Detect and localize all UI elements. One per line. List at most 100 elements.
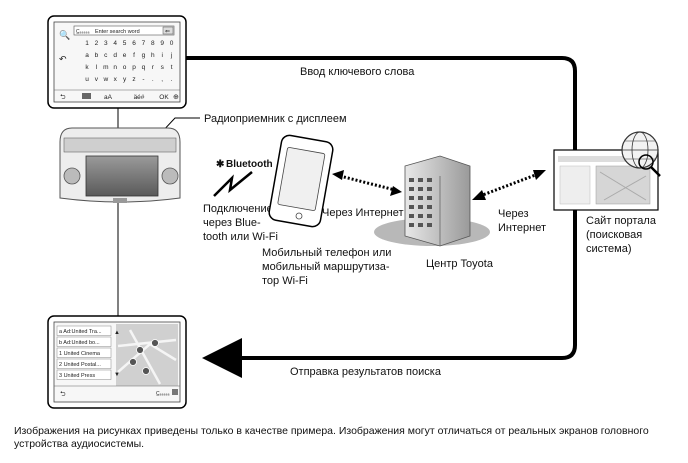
right-knob[interactable]: [161, 167, 179, 185]
back-icon[interactable]: ⮌: [60, 390, 66, 398]
keyboard-key[interactable]: ,: [161, 76, 163, 83]
via-internet-left-label: Через Интернет: [322, 207, 404, 219]
keyboard-key[interactable]: w: [102, 76, 108, 83]
building-window: [427, 196, 432, 200]
search-input[interactable]: [73, 25, 175, 36]
keyboard-key[interactable]: 3: [104, 40, 108, 47]
keyboard-key[interactable]: t: [171, 64, 173, 71]
result-list-item[interactable]: [56, 369, 112, 380]
result-list-item-label: b Ad:United bo...: [59, 340, 100, 346]
toyota-center-label: Центр Toyota: [426, 258, 494, 270]
map-pin-icon: [136, 346, 144, 354]
building-window: [409, 196, 414, 200]
left-knob[interactable]: [63, 167, 81, 185]
results-screen: a Ad:United Tra...b Ad:United bo...1 Uni…: [47, 315, 187, 409]
building-window: [427, 223, 432, 227]
keyword-input-label: Ввод ключевого слова: [300, 66, 415, 78]
keyboard-key[interactable]: p: [132, 64, 136, 71]
keyboard-key[interactable]: j: [170, 52, 172, 59]
building-window: [409, 214, 414, 218]
portal-label: Сайт портала (поисковая система): [586, 215, 659, 255]
keyboard-key[interactable]: f: [133, 52, 135, 59]
building-window: [409, 223, 414, 227]
keyboard-key[interactable]: k: [85, 64, 89, 71]
result-list-item[interactable]: [56, 358, 112, 369]
scroll-up-icon[interactable]: ▲: [114, 330, 120, 336]
keyboard-key[interactable]: z: [132, 76, 135, 83]
bluetooth-label: Bluetooth: [226, 159, 273, 170]
keyboard-key[interactable]: 0: [170, 40, 174, 47]
radio-display-label: Радиоприемник с дисплеем: [204, 113, 347, 125]
keyboard-key[interactable]: 6: [132, 40, 136, 47]
keyboard-key[interactable]: n: [113, 64, 117, 71]
building-window: [409, 205, 414, 209]
keyboard-key[interactable]: m: [103, 64, 108, 71]
keyboard-key[interactable]: 9: [160, 40, 164, 47]
keyboard-key[interactable]: g: [142, 52, 146, 59]
keyboard-key[interactable]: i: [161, 52, 162, 59]
building-window: [418, 223, 423, 227]
map-pin-icon: [151, 339, 159, 347]
results-menu-key[interactable]: [172, 389, 178, 395]
keyboard-key[interactable]: a: [85, 52, 89, 59]
keyboard-key[interactable]: h: [151, 52, 155, 59]
keyboard-key[interactable]: 5: [123, 40, 127, 47]
keyboard-key[interactable]: 8: [151, 40, 155, 47]
keyboard-key[interactable]: r: [152, 64, 155, 71]
phone-icon: [268, 134, 334, 228]
keyboard-key[interactable]: v: [95, 76, 99, 83]
keyboard-key[interactable]: q: [142, 64, 146, 71]
map-pin-icon: [142, 367, 150, 375]
backspace-key[interactable]: [162, 26, 174, 35]
keyboard-key[interactable]: 4: [113, 40, 117, 47]
result-list-item[interactable]: [56, 347, 112, 358]
search-input-placeholder: Enter search word: [95, 29, 140, 35]
ok-key[interactable]: OK: [159, 94, 169, 101]
keyboard-key[interactable]: o: [123, 64, 127, 71]
building-window: [418, 187, 423, 191]
radio-head-unit: [59, 127, 181, 203]
accent-key[interactable]: äé#: [134, 94, 145, 101]
keyboard-key[interactable]: 7: [142, 40, 146, 47]
keyboard-key[interactable]: l: [96, 64, 98, 71]
keyboard-key[interactable]: .: [171, 76, 173, 83]
building-window: [427, 214, 432, 218]
head-unit-display: [85, 155, 159, 197]
result-list-item-label: 3 United Press: [59, 373, 95, 379]
building-window: [418, 178, 423, 182]
keyboard-key[interactable]: s: [161, 64, 165, 71]
building-window: [418, 205, 423, 209]
bluetooth-icon: ✱: [216, 159, 225, 170]
scroll-down-icon[interactable]: ▼: [114, 372, 120, 378]
keyboard-key[interactable]: 1: [85, 40, 89, 47]
result-list-item[interactable]: [56, 325, 112, 336]
keyboard-toggle-key[interactable]: [82, 93, 91, 99]
keyboard-key[interactable]: e: [123, 52, 127, 59]
undo-icon[interactable]: ↶: [59, 54, 67, 64]
keyboard-key[interactable]: c: [104, 52, 108, 59]
wireless-bolt-icon: [213, 171, 253, 197]
result-list-item-label: 1 United Cinema: [59, 351, 101, 357]
search-icon[interactable]: 🔍: [59, 29, 70, 40]
search-input-prefix: C̲₆₆₆₆₆: [76, 29, 90, 35]
case-key[interactable]: aA: [104, 94, 113, 101]
keyboard-key[interactable]: -: [142, 76, 144, 83]
keyboard-key[interactable]: .: [152, 76, 154, 83]
building-window: [427, 187, 432, 191]
keyboard-key[interactable]: 2: [95, 40, 99, 47]
keyboard-key[interactable]: d: [113, 52, 117, 59]
building-window: [427, 178, 432, 182]
building-window: [409, 187, 414, 191]
keyboard-key[interactable]: b: [95, 52, 99, 59]
results-brand-mark: C̲₆₆₆₆₆: [156, 391, 170, 397]
via-internet-right-label: Через Интернет: [498, 208, 546, 234]
keyboard-key[interactable]: y: [123, 76, 127, 83]
back-icon[interactable]: ⮌: [60, 93, 66, 101]
keyboard-key[interactable]: u: [85, 76, 89, 83]
building-window: [418, 196, 423, 200]
result-list-item[interactable]: [56, 336, 112, 347]
keyboard-key[interactable]: x: [114, 76, 118, 83]
options-icon[interactable]: ⊕: [173, 94, 179, 101]
